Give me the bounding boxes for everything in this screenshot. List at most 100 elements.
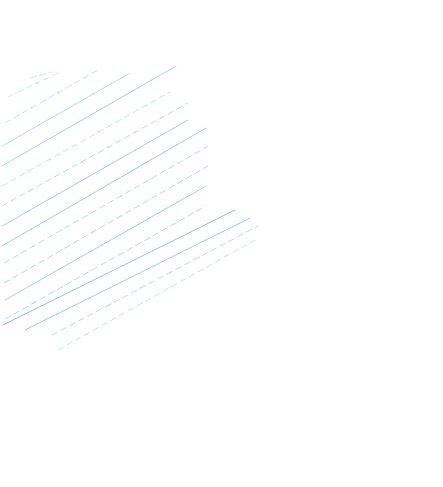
hatch-dot [57, 91, 59, 94]
hatch-dot [167, 242, 170, 244]
hatch-dot [141, 302, 144, 304]
hatch-dot [147, 217, 150, 220]
hatch-dot [146, 160, 149, 163]
hatch-dot [50, 136, 53, 139]
hatch-dot [121, 118, 123, 120]
hatch-dot [56, 313, 58, 315]
hatch-dot [29, 85, 32, 88]
hatch-dot [80, 318, 83, 321]
hatch-dot [61, 285, 64, 288]
hatch-dot [119, 195, 122, 198]
hatch-dot [110, 82, 113, 85]
hatch-line-2 [4, 69, 99, 124]
hatch-dot [19, 134, 22, 137]
hatch-line-13 [2, 209, 236, 326]
hatch-dot [119, 253, 121, 256]
hatch-dot [75, 122, 78, 124]
hatch-dot [217, 233, 219, 235]
hatch-dot [145, 104, 147, 107]
hatch-dot [168, 271, 171, 274]
hatch-dot [148, 178, 151, 181]
hatch-dot [61, 248, 64, 251]
hatch-dot [51, 74, 54, 77]
hatch-dot [83, 76, 86, 79]
hatch-dot [134, 149, 136, 152]
hatch-dot [14, 92, 17, 95]
hatch-dot [30, 228, 32, 231]
hatch-dot [125, 93, 128, 96]
hatch-dot [54, 175, 56, 178]
hatch-dot [61, 266, 64, 269]
hatch-dot [38, 74, 41, 77]
hatch-dot [178, 161, 180, 164]
hatch-dot [90, 269, 92, 272]
hatch-dot [17, 114, 20, 117]
hatch-dot [32, 282, 35, 285]
hatch-dot [92, 93, 95, 95]
hatch-dot [88, 297, 91, 299]
hatch-dot [74, 103, 76, 106]
hatch-dot [176, 144, 178, 146]
hatch-dot [85, 333, 87, 336]
hatch-dot [30, 107, 33, 109]
hatch-dot [134, 258, 137, 261]
hatch-dot [226, 254, 228, 257]
hatch-line-12 [4, 205, 207, 320]
hatch-dot [97, 131, 99, 134]
hatch-dot [70, 84, 73, 86]
hatch-dot [90, 232, 93, 234]
hatch-dot [110, 303, 112, 305]
hatch-dot [147, 237, 150, 240]
hatch-dot [120, 281, 123, 283]
hatch-dot [134, 131, 136, 134]
hatch-dot [160, 134, 163, 137]
hatch-line-3 [1, 72, 131, 147]
hatch-dot [36, 81, 39, 84]
hatch-dot [160, 116, 163, 119]
hatch-dot [68, 291, 71, 293]
hatch-dot [184, 249, 187, 251]
hatch-dot [56, 113, 58, 116]
hatch-dot [41, 73, 44, 76]
hatch-dot [35, 75, 38, 78]
hatch-dot [73, 144, 75, 147]
hatch-line-5 [1, 91, 171, 187]
hatch-dot [27, 210, 30, 212]
hatch-dot [32, 76, 34, 78]
hatch-dot [27, 190, 30, 193]
hatch-dot [90, 212, 93, 214]
hatch-dot [152, 265, 155, 267]
hatch-dot [44, 99, 46, 102]
hatch-line-9 [3, 145, 209, 264]
hatch-dot [90, 250, 92, 253]
hatch-dot [176, 221, 179, 224]
hatch-dot [169, 286, 172, 288]
hatch-line-7 [1, 119, 189, 227]
hatch-dot [22, 89, 24, 91]
hatch-dot [148, 198, 151, 201]
hatch-dot [32, 302, 35, 304]
hatch-line-8 [1, 127, 207, 247]
hatch-dot [32, 265, 34, 268]
hatch-line-6 [1, 102, 189, 207]
hatch-dot [32, 245, 34, 248]
hatch-dot [59, 211, 62, 214]
hatch-dot [119, 234, 121, 236]
hatch-dot [150, 79, 153, 82]
hatch-dot [198, 256, 201, 258]
hatch-dot [25, 171, 27, 174]
hatch-line-17 [29, 71, 53, 79]
hatch-dot [44, 78, 46, 80]
hatch-dot [61, 228, 64, 231]
hatch-dot [201, 225, 203, 228]
hatch-dot [139, 287, 142, 290]
hatch-dot [197, 270, 200, 273]
hatch-dot [100, 108, 103, 110]
hatch-dot [54, 194, 56, 197]
hatch-dot [119, 215, 122, 218]
hatch-dot [117, 177, 120, 180]
hatch-line-15 [51, 225, 259, 336]
hatch-dot [80, 161, 83, 163]
hatch-dot [35, 307, 37, 310]
